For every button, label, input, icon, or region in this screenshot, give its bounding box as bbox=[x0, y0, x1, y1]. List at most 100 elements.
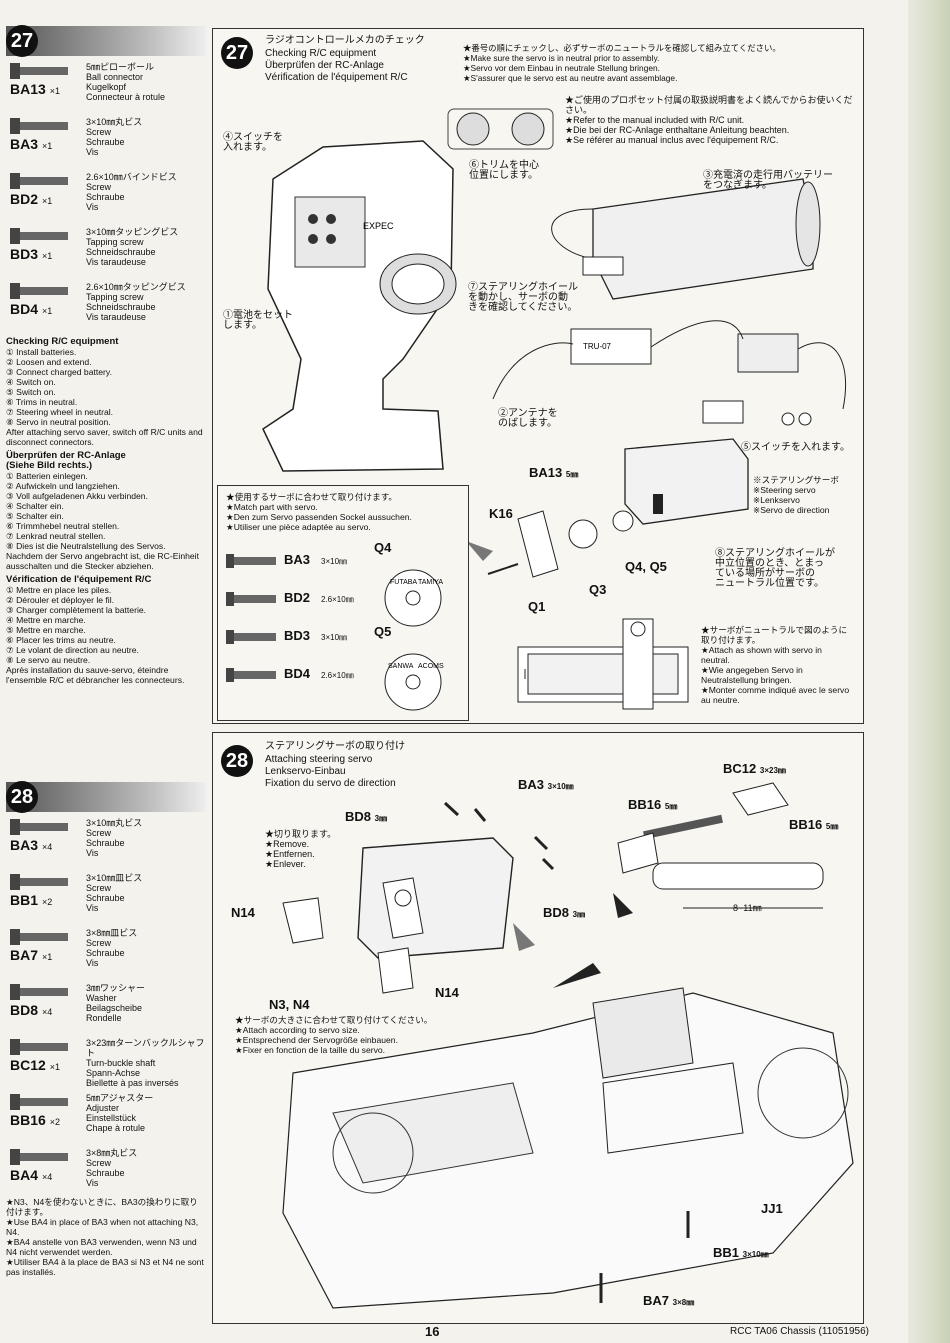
step-number: 28 bbox=[221, 745, 253, 777]
horn-q5-label-2: ACOMS bbox=[418, 663, 444, 670]
page-number: 16 bbox=[425, 1324, 440, 1339]
label-ba13: BA13 5㎜ bbox=[529, 465, 579, 480]
title-fr: Fixation du servo de direction bbox=[265, 778, 396, 789]
part-code: BA3×4 bbox=[10, 837, 53, 853]
dimension: 8~11㎜ bbox=[733, 903, 762, 913]
label-k16: K16 bbox=[489, 506, 513, 521]
left-parts-27: 27 BA13×1 5㎜ピローボール Ball connector Kugelko… bbox=[6, 25, 206, 686]
notes-en: ① Install batteries. ② Loosen and extend… bbox=[6, 347, 203, 447]
label-q4q5: Q4, Q5 bbox=[625, 559, 667, 574]
notes-28: ★N3、N4を使わないときに、BA3の換わりに取り付けます。 ★Use BA4 … bbox=[6, 1197, 204, 1277]
label-q3: Q3 bbox=[589, 582, 607, 597]
tx-brand: EXPEC bbox=[363, 221, 394, 231]
notes-27: Checking R/C equipment ① Install batteri… bbox=[6, 336, 206, 686]
part-desc: 3×10㎜丸ビス Screw Schraube Vis bbox=[86, 818, 143, 858]
label-q5: Q5 bbox=[374, 624, 392, 639]
part-desc: 5㎜アジャスター Adjuster Einstellstück Chape à … bbox=[86, 1093, 154, 1133]
part-item: BD4×1 2.6×10㎜タッピングビス Tapping screw Schnei… bbox=[6, 276, 206, 331]
part-desc: 5㎜ピローボール Ball connector Kugelkopf Connec… bbox=[86, 62, 166, 102]
part-code: BC12×1 bbox=[10, 1057, 61, 1073]
servo-box-notes: ★使用するサーボに合わせて取り付けます。 ★Match part with se… bbox=[226, 492, 412, 532]
size-note: ★サーボの大きさに合わせて取り付けてください。 ★Attach accordin… bbox=[235, 1015, 433, 1055]
rx-label: TRU-07 bbox=[583, 342, 612, 351]
cut-note: ★切り取ります。 ★Remove. ★Entfernen. ★Enlever. bbox=[265, 829, 337, 869]
step-28-panel: 28 ステアリングサーボの取り付け Attaching steering ser… bbox=[212, 732, 864, 1324]
title-fr: Vérification de l'équipement R/C bbox=[265, 72, 408, 83]
part-code: BA3×1 bbox=[10, 136, 53, 152]
step-number: 27 bbox=[6, 25, 38, 57]
horn-q4-label-1: FUTABA bbox=[390, 579, 417, 586]
part-desc: 2.6×10㎜バインドビス Screw Schraube Vis bbox=[86, 172, 177, 212]
step-header-28: 28 bbox=[6, 781, 206, 813]
callout-2: ②アンテナを のばします。 bbox=[498, 408, 558, 429]
part-desc: 3×10㎜皿ビス Screw Schraube Vis bbox=[86, 873, 143, 913]
callout-3: ③充電済の走行用バッテリー をつなぎます。 bbox=[703, 170, 833, 191]
label-q4: Q4 bbox=[374, 540, 392, 555]
step-number: 27 bbox=[221, 37, 253, 69]
part-code: BA7×1 bbox=[10, 947, 53, 963]
part-code: BB16×2 bbox=[10, 1112, 61, 1128]
manual-notes: ★ご使用のプロポセット付属の取扱説明書をよく読んでからお使いください。 ★Ref… bbox=[565, 95, 853, 145]
part-item: BD3×1 3×10㎜タッピングビス Tapping screw Schneids… bbox=[6, 221, 206, 276]
part-item: BB1×2 3×10㎜皿ビス Screw Schraube Vis bbox=[6, 867, 206, 922]
part-code: BA4×4 bbox=[10, 1167, 53, 1183]
title-de: Lenkservo-Einbau bbox=[265, 766, 346, 777]
part-code: BD3×1 bbox=[10, 246, 53, 262]
step-number: 28 bbox=[6, 781, 38, 813]
notes-de: ① Batterien einlegen. ② Aufwickeln und l… bbox=[6, 471, 199, 571]
page-edge bbox=[908, 0, 950, 1343]
part-item: BD2×1 2.6×10㎜バインドビス Screw Schraube Vis bbox=[6, 166, 206, 221]
part-code: BD4×1 bbox=[10, 301, 53, 317]
notes-fr: ① Mettre en place les piles. ② Dérouler … bbox=[6, 585, 185, 685]
label-bc12: BC12 3×23㎜ bbox=[723, 761, 786, 776]
part-item: BA13×1 5㎜ピローボール Ball connector Kugelkopf … bbox=[6, 56, 206, 111]
part-item: BD8×4 3㎜ワッシャー Washer Beilagscheibe Rondel… bbox=[6, 977, 206, 1032]
part-desc: 3×10㎜タッピングビス Tapping screw Schneidschrau… bbox=[86, 227, 179, 267]
neutral-note: ★サーボがニュートラルで図のように取り付けます。 ★Attach as show… bbox=[701, 625, 850, 705]
rc-diagram: EXPEC TRU-07 bbox=[262, 108, 847, 710]
part-item: BB16×2 5㎜アジャスター Adjuster Einstellstück Ch… bbox=[6, 1087, 206, 1142]
label-bd8-2: BD8 3㎜ bbox=[543, 905, 586, 920]
callout-7: ⑦ステアリングホイール を動かし、サーボの動 きを確認してください。 bbox=[468, 282, 578, 313]
step-header-27: 27 bbox=[6, 25, 206, 57]
steering-servo-note: ※ステアリングサーボ ※Steering servo ※Lenkservo ※S… bbox=[753, 475, 839, 515]
label-ba7: BA7 3×8㎜ bbox=[643, 1293, 695, 1308]
model-name: RCC TA06 Chassis (11051956) bbox=[730, 1326, 869, 1337]
horn-q5-label-1: SANWA bbox=[388, 663, 414, 670]
part-item: BA3×4 3×10㎜丸ビス Screw Schraube Vis bbox=[6, 812, 206, 867]
callout-1: ①電池をセット します。 bbox=[223, 310, 293, 331]
horn-diagram: FUTABA TAMIYA SANWA ACOMS bbox=[384, 569, 444, 711]
callout-8: ⑧ステアリングホイールが 中立位置のとき、とまっ ている場所がサーボの ニュート… bbox=[715, 548, 835, 589]
part-code: BD2×1 bbox=[10, 191, 53, 207]
title-de: Überprüfen der RC-Anlage bbox=[265, 60, 384, 71]
label-bb16: BB16 5㎜ bbox=[628, 797, 678, 812]
part-item: BA3×1 3×10㎜丸ビス Screw Schraube Vis bbox=[6, 111, 206, 166]
step-27-panel: 27 ラジオコントロールメカのチェック Checking R/C equipme… bbox=[212, 28, 864, 724]
part-code: BA13×1 bbox=[10, 81, 61, 97]
callout-6: ⑥トリムを中心 位置にします。 bbox=[469, 160, 539, 181]
title-ja: ステアリングサーボの取り付け bbox=[265, 741, 405, 752]
label-n3n4: N3, N4 bbox=[269, 997, 310, 1012]
label-n14: N14 bbox=[231, 905, 255, 920]
label-bb16-2: BB16 5㎜ bbox=[789, 817, 839, 832]
title-en: Checking R/C equipment bbox=[265, 48, 377, 59]
part-desc: 2.6×10㎜タッピングビス Tapping screw Schneidschr… bbox=[86, 282, 186, 322]
notes-en-title: Checking R/C equipment bbox=[6, 336, 119, 347]
horn-q4-label-2: TAMIYA bbox=[418, 579, 443, 586]
top-notes: ★番号の順にチェックし、必ずサーボのニュートラルを確認して組み立てください。 ★… bbox=[463, 43, 781, 83]
label-jj1: JJ1 bbox=[761, 1201, 783, 1216]
servo-mount-box: ★使用するサーボに合わせて取り付けます。 ★Match part with se… bbox=[217, 485, 469, 721]
notes-fr-title: Vérification de l'équipement R/C bbox=[6, 574, 152, 585]
title-ja: ラジオコントロールメカのチェック bbox=[265, 35, 425, 46]
part-code: BB1×2 bbox=[10, 892, 53, 908]
part-desc: 3㎜ワッシャー Washer Beilagscheibe Rondelle bbox=[86, 983, 146, 1023]
part-desc: 3×10㎜丸ビス Screw Schraube Vis bbox=[86, 117, 143, 157]
part-code: BD8×4 bbox=[10, 1002, 53, 1018]
